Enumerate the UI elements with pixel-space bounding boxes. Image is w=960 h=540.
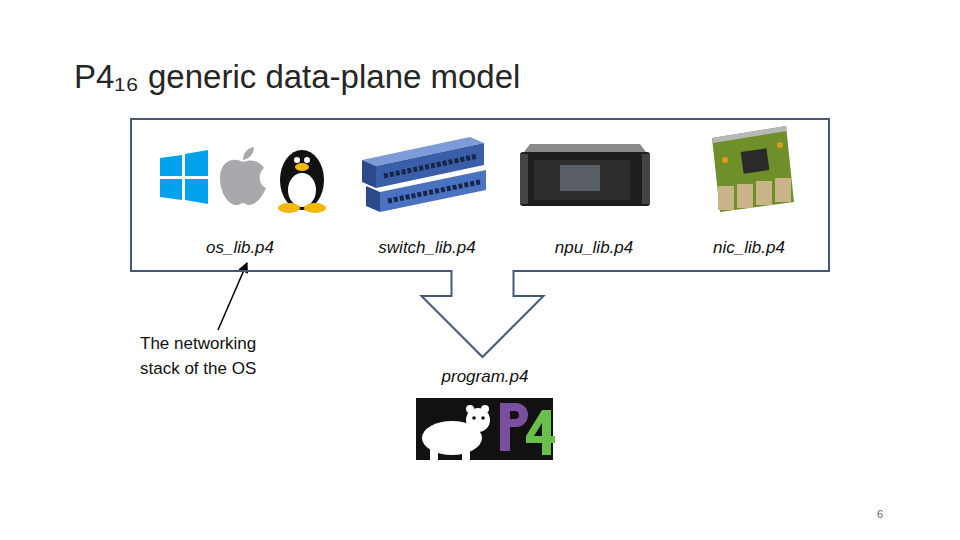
switch-side: [362, 160, 376, 188]
card-board: [712, 126, 794, 212]
file-name: switch_lib.p4: [378, 238, 475, 258]
network-card: [712, 126, 794, 212]
apple-body: [220, 160, 266, 205]
card-chip: [741, 148, 770, 173]
penguin-belly: [288, 173, 316, 207]
switch-front: [380, 170, 486, 212]
logo-digit: [526, 410, 555, 455]
program-box: program.p4: [415, 365, 555, 391]
file-name: program.p4: [415, 365, 555, 389]
bear-ear: [481, 405, 489, 413]
file-name: npu_lib.p4: [555, 238, 633, 258]
switch-side: [366, 186, 380, 212]
penguin-eye: [304, 157, 310, 163]
logo-tile: [185, 150, 208, 176]
logo-tile: [160, 179, 182, 200]
chassis-ear: [642, 154, 650, 204]
logo-tile: [185, 179, 208, 204]
card-component: [722, 157, 728, 163]
penguin-beak: [295, 163, 309, 171]
windows-logo: [160, 150, 208, 204]
page-number: 6: [877, 507, 907, 521]
card-port: [737, 184, 753, 208]
p4-logo: [416, 398, 555, 460]
penguin-foot: [278, 203, 300, 213]
slide-title: P4₁₆ generic data-plane model: [74, 58, 520, 96]
bear-eye: [472, 416, 476, 420]
callout-note: The networking stack of the OS: [140, 331, 290, 381]
bear-ear: [466, 405, 474, 413]
logo-tile: [160, 155, 182, 176]
block-arrow: [422, 270, 544, 357]
bear-leg: [462, 448, 470, 460]
card-component: [777, 142, 783, 148]
chassis-front: [520, 152, 650, 206]
chassis-panel: [534, 160, 630, 200]
switch-ports: [384, 156, 478, 176]
logo-letter: [500, 403, 528, 451]
chassis-top: [524, 144, 646, 152]
card-port: [775, 178, 791, 202]
penguin-foot: [304, 203, 326, 213]
npu-chassis: [520, 144, 650, 206]
apple-leaf: [243, 147, 254, 160]
penguin-body: [280, 150, 324, 210]
file-name: os_lib.p4: [206, 238, 274, 258]
linux-penguin: [278, 150, 326, 213]
card-port: [756, 181, 772, 205]
bear-eye: [481, 416, 485, 420]
switch-ports: [388, 182, 480, 201]
chassis-display: [560, 165, 600, 191]
file-name: nic_lib.p4: [713, 238, 785, 258]
penguin-eye: [294, 157, 300, 163]
card-bracket: [712, 126, 787, 143]
chassis-ear: [520, 154, 528, 204]
bear-leg: [430, 448, 438, 460]
card-port: [718, 186, 734, 210]
leader-line: [218, 263, 247, 330]
library-box: os_lib.p4 switch_lib.p4 npu_lib.p4 nic_lib.…: [130, 118, 830, 272]
network-switch: [362, 137, 486, 212]
apple-logo: [220, 147, 266, 205]
